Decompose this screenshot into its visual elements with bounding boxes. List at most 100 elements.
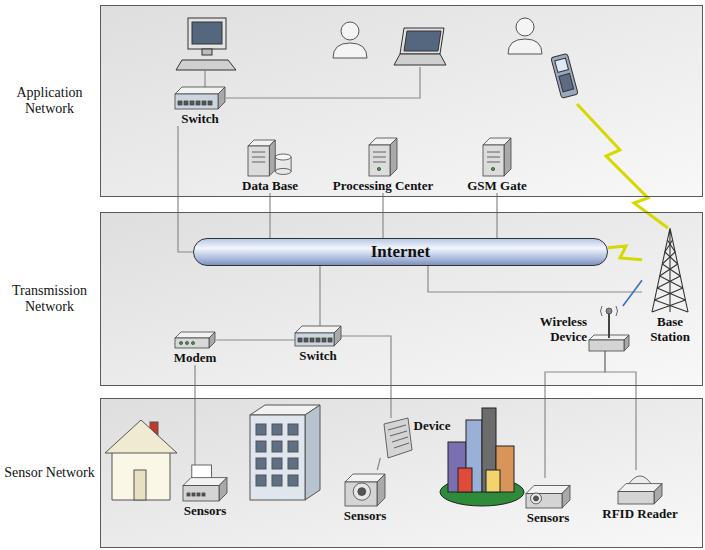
rfid-reader: RFID Reader: [602, 470, 677, 521]
switch-icon: [175, 87, 225, 94]
sensor-icon: [526, 486, 570, 509]
gateway-server: [483, 138, 511, 176]
network-wire: [382, 193, 383, 238]
device-label: Sensors: [344, 508, 387, 523]
database-server: [252, 157, 265, 158]
wireless-device: [589, 340, 624, 351]
user-icon: [333, 43, 367, 58]
database-server: [248, 146, 269, 176]
desktop-computer: [176, 60, 236, 70]
switch-icon: [196, 101, 200, 105]
network-wire: [269, 193, 270, 238]
gateway-server: [487, 152, 500, 153]
rfid-reader: [618, 476, 662, 504]
modem-icon: [175, 338, 209, 348]
switch-icon: [184, 101, 188, 105]
device-label: Switch: [299, 348, 337, 363]
device-label: Data Base: [242, 178, 298, 193]
base-station: Base Station: [642, 228, 698, 344]
rfid-reader: [618, 492, 654, 504]
user-icon: [341, 22, 359, 40]
device-icon: [388, 425, 406, 430]
band-title: Sensor Network: [1, 465, 98, 481]
modem-icon: [179, 342, 182, 345]
base-station: [655, 288, 686, 300]
database-server: [275, 154, 291, 160]
network-wire: [178, 126, 193, 252]
switch-icon: Switch: [295, 326, 341, 363]
switch-icon: [295, 326, 341, 333]
laptop: [404, 31, 441, 51]
gateway-server: [477, 138, 517, 176]
mobile-phone: [551, 53, 578, 98]
house: [112, 450, 170, 500]
device-label: Sensors: [527, 510, 570, 525]
device-icon: [384, 418, 412, 458]
laptop: [394, 28, 446, 65]
wireless-device: [589, 306, 629, 351]
network-wire: [226, 67, 420, 98]
network-wire: [341, 336, 391, 418]
office-building: [288, 441, 298, 452]
wireless-device: [624, 335, 629, 351]
switch-icon: [295, 326, 341, 346]
sensor-icon: Sensors: [183, 465, 227, 518]
office-building: [305, 405, 320, 500]
sensor-icon: [192, 493, 195, 496]
mobile-phone: [559, 73, 574, 91]
modem-icon: [191, 342, 194, 345]
office-building: [256, 458, 266, 469]
user-icon: [516, 18, 534, 36]
switch-icon: [218, 87, 225, 109]
desktop-computer: [176, 18, 236, 70]
switch-icon: Switch: [175, 87, 225, 126]
switch-icon: [316, 338, 320, 342]
office-building: [256, 424, 266, 435]
gateway-server: [487, 162, 500, 163]
gateway-server: [504, 138, 511, 176]
network-wire: [545, 351, 605, 478]
lightning-link: [577, 104, 668, 228]
sensor-icon: [358, 488, 366, 496]
office-building: [272, 458, 282, 469]
rfid-reader: [618, 470, 662, 504]
band-ground: [100, 398, 703, 548]
network-label: Internet: [371, 240, 430, 264]
base-station: [665, 240, 675, 252]
base-station: [657, 276, 683, 288]
sensor-icon: Sensors: [344, 470, 387, 523]
wireless-device: [589, 306, 629, 351]
internet-pipe: Internet: [193, 238, 608, 266]
switch-icon: [295, 326, 341, 346]
sensor-icon: [183, 486, 219, 501]
laptop: [394, 54, 446, 65]
sensor-icon: [534, 496, 539, 501]
sensor-icon: [526, 478, 570, 508]
database-server: [275, 168, 291, 174]
switch-icon: [322, 338, 326, 342]
switch-icon: [175, 87, 225, 109]
house: [134, 470, 146, 500]
modem-icon: Modem: [174, 332, 217, 365]
office-building: [272, 475, 282, 486]
sensor-icon: [219, 478, 227, 501]
city: [486, 470, 500, 492]
desktop-computer: [192, 22, 222, 44]
switch-icon: [328, 338, 332, 342]
device-icon: [394, 443, 409, 448]
city: [458, 468, 472, 492]
office-building: [288, 475, 298, 486]
network-wire: [194, 365, 195, 465]
network-wire: [216, 339, 295, 340]
processing-server: Processing Center: [333, 138, 433, 193]
base-station: [650, 228, 690, 312]
sensor-icon: [197, 493, 200, 496]
base-station: [662, 252, 677, 264]
office-building: [250, 415, 305, 500]
sensor-icon: [377, 474, 385, 506]
base-station: [652, 228, 688, 312]
device-label: Processing Center: [333, 178, 433, 193]
radio-link: [623, 280, 642, 306]
city: [440, 408, 524, 506]
